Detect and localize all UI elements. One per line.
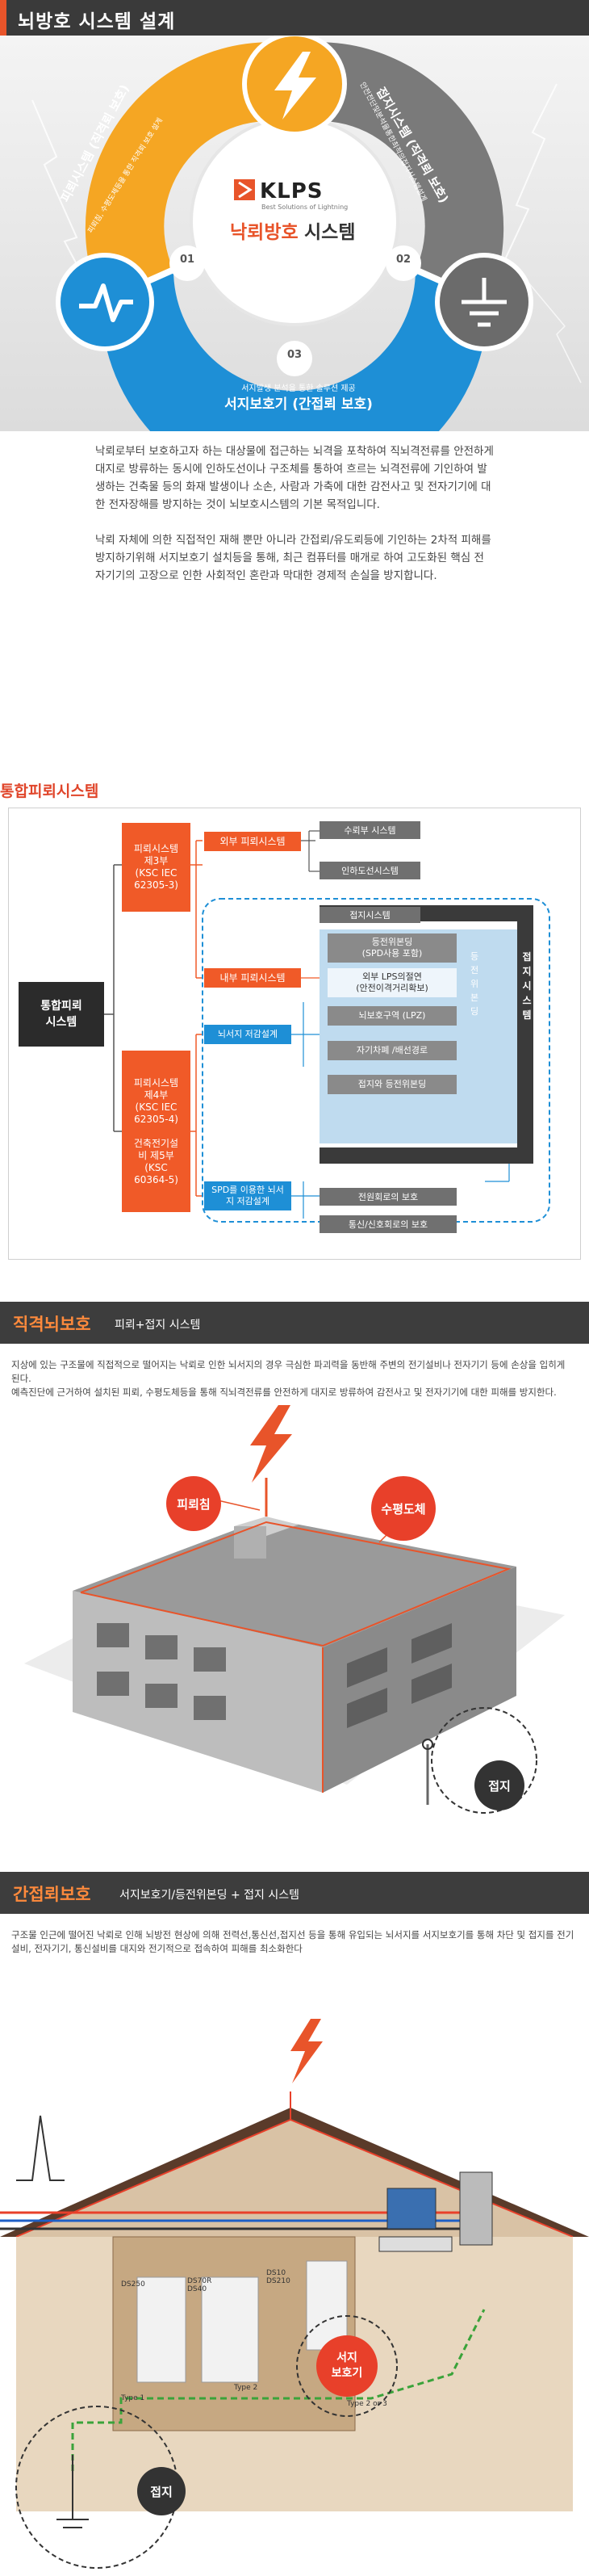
ext-item-1: 수뢰부 시스템 <box>320 821 420 839</box>
comm-protect-box: 통신/신호회로의 보호 <box>320 1215 457 1233</box>
center-title-b: 시스템 <box>304 222 356 243</box>
root-box: 통합피뢰 시스템 <box>19 982 104 1047</box>
lps-separation-box: 외부 LPS의절연 (안전이격거리확보) <box>328 968 457 997</box>
ext-item-2: 인하도선시스템 <box>320 862 420 879</box>
label-ds250: DS250 <box>121 2280 145 2289</box>
lightning-glyph <box>274 52 316 120</box>
indirect-header: 간접뢰보호 서지보호기/등전위본딩 + 접지 시스템 <box>0 1872 589 1914</box>
direct-desc-1: 지상에 있는 구조물에 직접적으로 떨어지는 낙뢰로 인한 뇌서지의 경우 극심… <box>11 1359 566 1384</box>
external-lps-box: 외부 피뢰시스템 <box>204 832 301 851</box>
indirect-title: 간접뢰보호 <box>13 1885 91 1904</box>
indirect-subtitle: 서지보호기/등전위본딩 + 접지 시스템 <box>119 1889 299 1902</box>
label-type2: Type 2 <box>234 2384 258 2392</box>
callout-horizontal-conductor: 수평도체 <box>371 1476 436 1541</box>
label-type2or3: Type 2 or 3 <box>347 2400 387 2408</box>
house-svg <box>0 2019 589 2569</box>
page-title: 뇌방호 시스템 설계 <box>18 11 176 32</box>
intro-paragraph-2: 낙뢰 자체에 의한 직접적인 재해 뿐만 아니라 간접뢰/유도뢰등에 기인하는 … <box>95 534 491 582</box>
segment-03-title: 서지보호기 (간접뢰 보호) <box>224 396 373 413</box>
direct-subtitle: 피뢰+접지 시스템 <box>115 1319 201 1332</box>
hero-svg <box>31 36 582 431</box>
callout-indirect-ground: 접지 <box>137 2467 186 2515</box>
surge-design-box: 뇌서지 저감설계 <box>204 1025 291 1044</box>
ground-bond-box: 접지와 등전위본딩 <box>328 1075 457 1094</box>
center-title-a: 낙뢰방호 <box>230 222 299 243</box>
internal-lps-box: 내부 피뢰시스템 <box>204 968 301 988</box>
ground-system-label: 접 지 시 스 템 <box>522 951 532 1021</box>
badge-01-label: 01 <box>179 254 195 266</box>
direct-illustration: 피뢰침 수평도체 접지 <box>0 1405 589 1833</box>
indirect-lightning-bolt <box>290 2019 323 2083</box>
intro-paragraph-1: 낙뢰로부터 보호하고자 하는 대상물에 접근하는 뇌격을 포착하여 직뇌격전류를… <box>95 445 494 511</box>
integrated-lines <box>104 830 550 1223</box>
segment-03-sub: 서지발생 분석을 통한 솔루션 제공 <box>241 384 356 393</box>
logo-text: KLPS <box>260 179 324 203</box>
segment-03[interactable] <box>101 270 488 431</box>
callout-lightning-rod: 피뢰침 <box>166 1476 221 1531</box>
segment-02[interactable] <box>294 42 504 302</box>
building-svg <box>24 1405 565 1814</box>
lpz-box: 뇌보호구역 (LPZ) <box>328 1006 457 1026</box>
bonding-box: 등전위본딩 (SPD사용 포함) <box>328 933 457 963</box>
integrated-title: 통합피뢰시스템 <box>0 782 99 800</box>
integrated-diagram: 통합피뢰 시스템 피뢰시스템 제3부 (KSC IEC 62305-3) 피뢰시… <box>8 808 581 1260</box>
badge-03 <box>277 341 312 376</box>
header-accent <box>0 0 6 36</box>
indirect-illustration: DS250 DS70R DS40 DS10 DS210 Type 1 Type … <box>0 1970 589 2576</box>
label-ds10: DS10 DS210 <box>266 2269 290 2285</box>
direct-desc-2: 예측진단에 근거하여 설치된 피뢰, 수평도체등을 통해 직뇌격전류를 안전하게… <box>11 1387 557 1398</box>
spd-design-box: SPD를 이용한 뇌서 지 저감설계 <box>204 1181 291 1210</box>
badge-02-label: 02 <box>395 254 411 266</box>
logo-tagline: Best Solutions of Lightning <box>261 203 349 211</box>
direct-title: 직격뇌보호 <box>13 1315 91 1334</box>
hero-diagram: 01 02 03 KLPS Best Solutions of Lightnin… <box>0 36 589 431</box>
intro-text: 낙뢰로부터 보호하고자 하는 대상물에 접근하는 뇌격을 포착하여 직뇌격전류를… <box>95 443 494 602</box>
equipotential-label: 등 전 위 본 딩 <box>470 951 479 1017</box>
header-bar <box>0 0 589 36</box>
callout-ground: 접지 <box>474 1760 524 1810</box>
standard-box-1: 피뢰시스템 제3부 (KSC IEC 62305-3) <box>122 823 190 912</box>
ext-item-3: 접지시스템 <box>320 907 420 923</box>
badge-03-label: 03 <box>286 349 303 361</box>
indirect-desc: 구조물 인근에 떨어진 낙뢰로 인해 뇌방전 현상에 의해 전력선,통신선,접지… <box>11 1929 574 1954</box>
segment-01[interactable] <box>85 42 295 302</box>
label-ds70r: DS70R DS40 <box>187 2277 212 2293</box>
direct-header: 직격뇌보호 피뢰+접지 시스템 <box>0 1302 589 1344</box>
power-protect-box: 전원회로의 보호 <box>320 1188 457 1206</box>
standard-box-2: 피뢰시스템 제4부 (KSC IEC 62305-4) 건축전기설 비 제5부 … <box>122 1051 190 1212</box>
badge-01 <box>169 245 205 281</box>
callout-surge-protector: 서지 보호기 <box>316 2335 378 2397</box>
direct-desc: 지상에 있는 구조물에 직접적으로 떨어지는 낙뢰로 인한 뇌서지의 경우 극심… <box>11 1358 576 1399</box>
shield-box: 자기차폐 /배선경로 <box>328 1041 457 1060</box>
label-type1: Type 1 <box>121 2394 145 2402</box>
surge-wave-icon <box>56 253 154 351</box>
badge-02 <box>386 245 421 281</box>
lightning-bolt <box>250 1405 292 1483</box>
